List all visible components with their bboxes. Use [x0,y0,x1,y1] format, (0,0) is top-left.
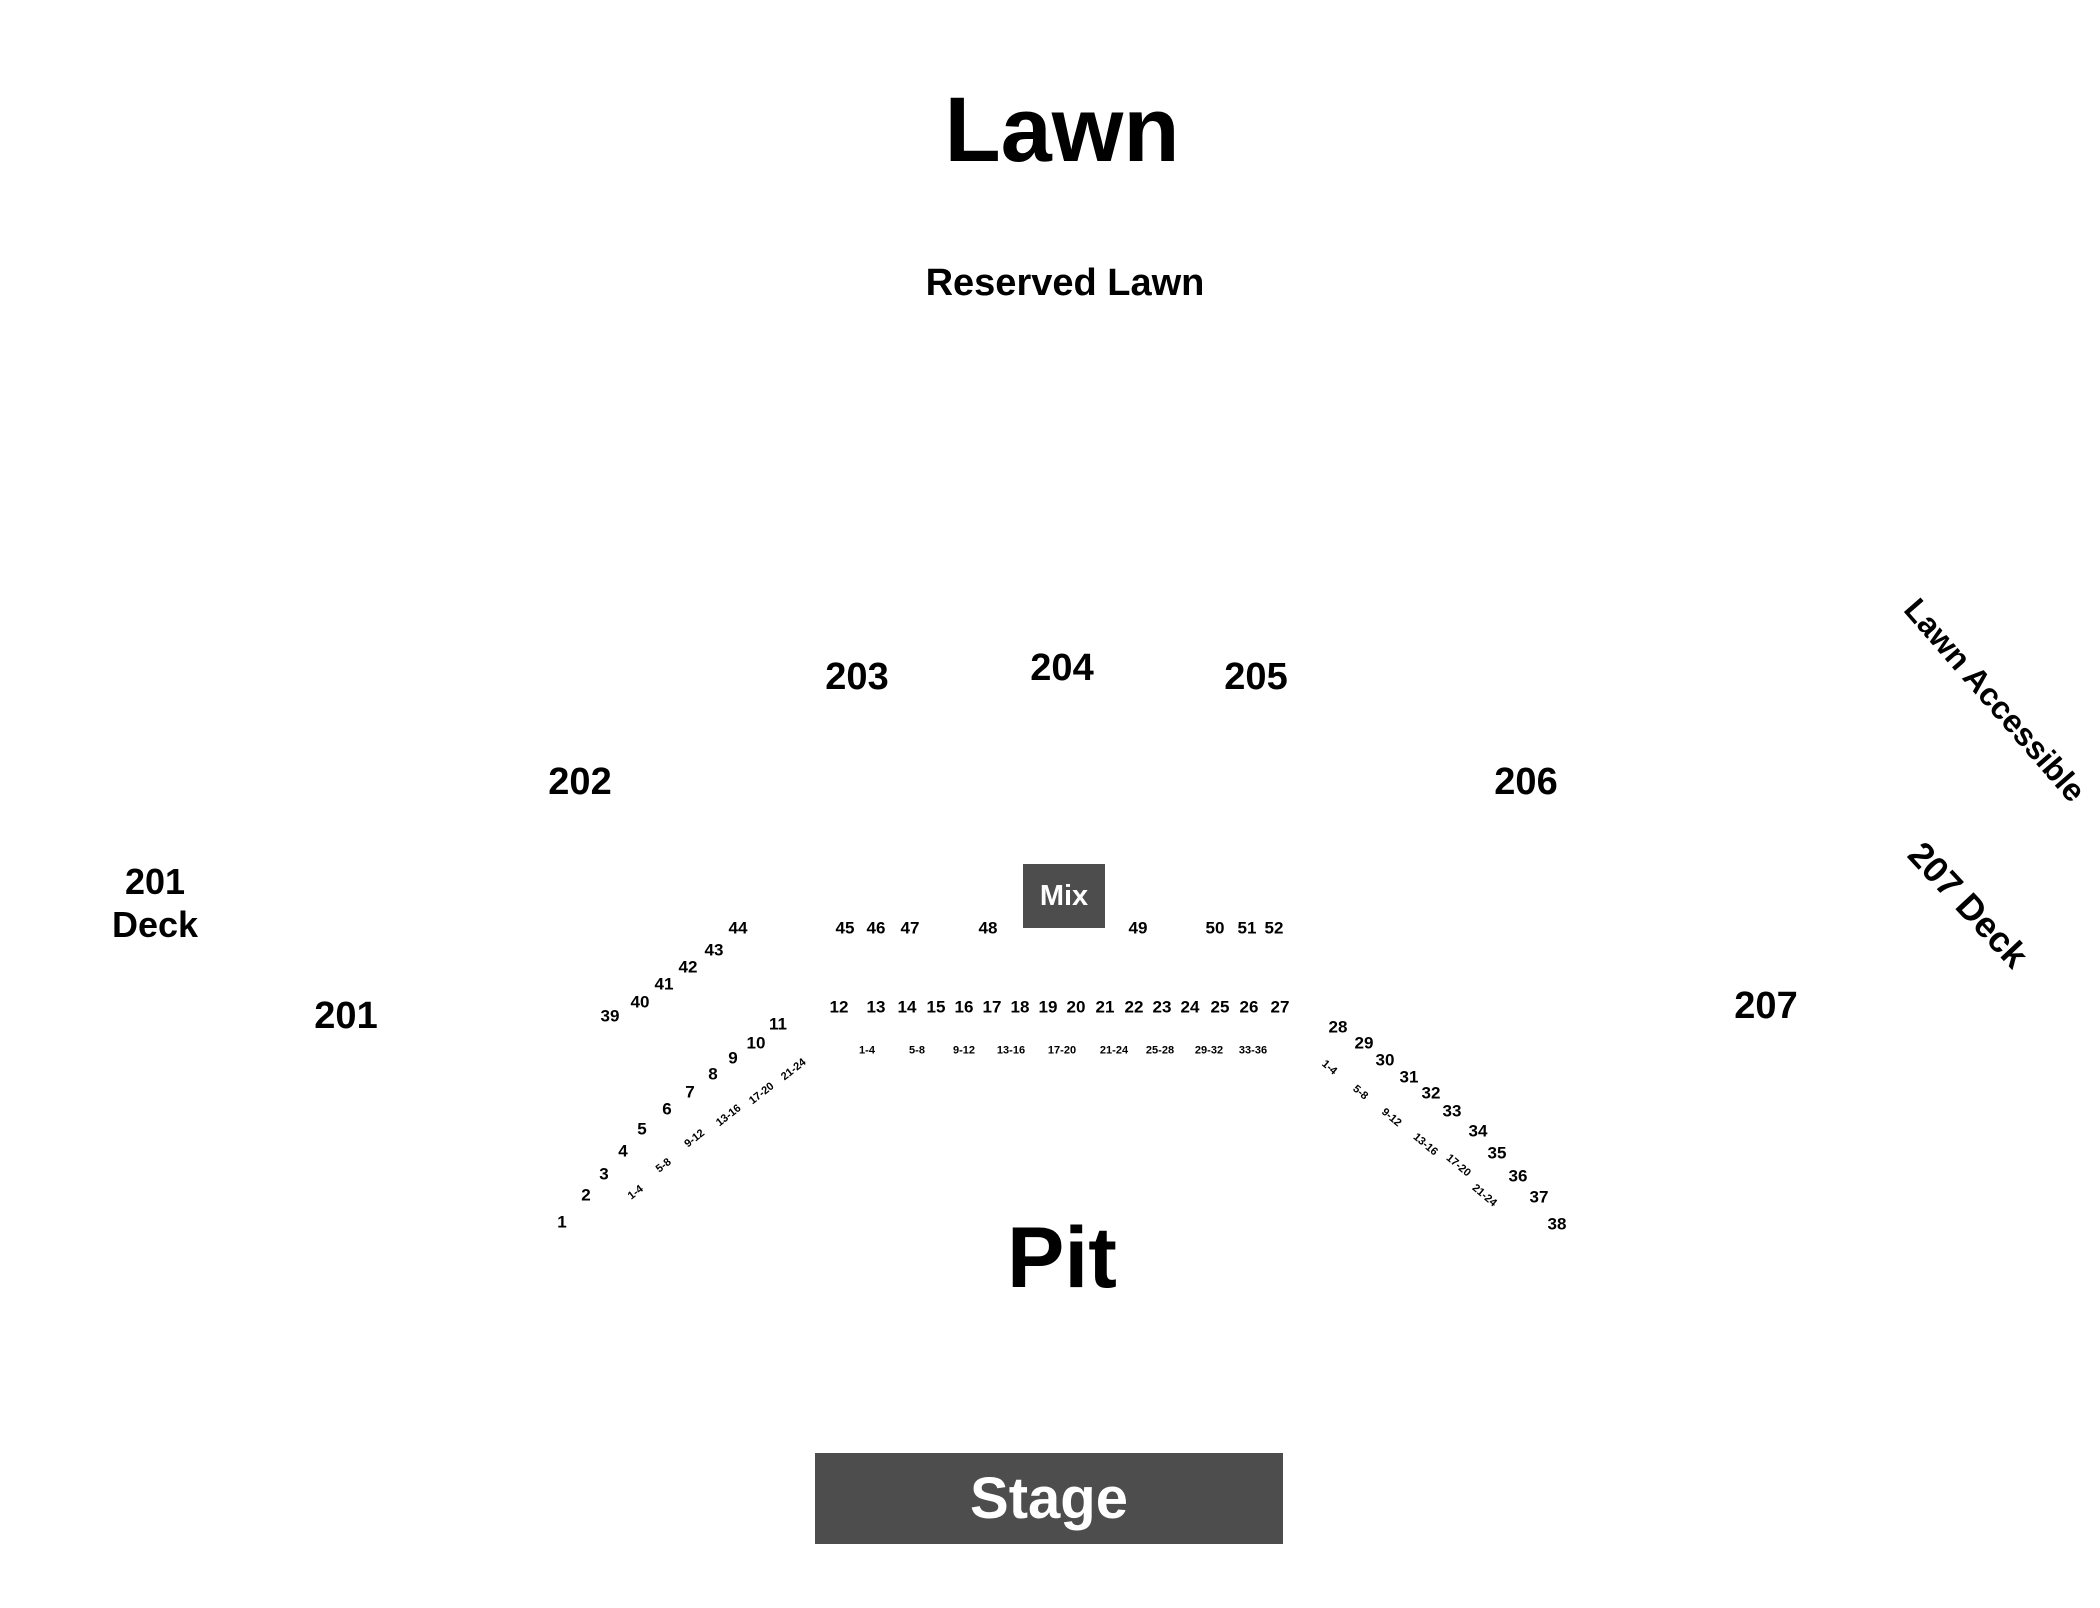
row-52[interactable]: 52 [1264,918,1284,938]
row-49[interactable]: 49 [1128,918,1148,938]
row-41[interactable]: 41 [654,974,674,994]
seat-right-21-24[interactable]: 21-24 [1469,1181,1499,1210]
row-51[interactable]: 51 [1237,918,1257,938]
section-207-deck[interactable]: 207 Deck [1900,833,2037,976]
lawn-area-label[interactable]: Lawn [944,79,1180,181]
row-29[interactable]: 29 [1354,1033,1374,1053]
row-31[interactable]: 31 [1399,1067,1419,1087]
section-201[interactable]: 201 [314,995,378,1037]
row-7[interactable]: 7 [685,1082,695,1102]
row-19[interactable]: 19 [1038,997,1058,1017]
section-206[interactable]: 206 [1494,761,1558,803]
row-25[interactable]: 25 [1210,997,1230,1017]
row-33[interactable]: 33 [1442,1101,1462,1121]
row-18[interactable]: 18 [1010,997,1030,1017]
seat-left-1-4[interactable]: 1-4 [625,1182,646,1203]
seat-center-1-4[interactable]: 1-4 [859,1044,875,1057]
row-26[interactable]: 26 [1239,997,1259,1017]
row-3[interactable]: 3 [599,1164,609,1184]
row-46[interactable]: 46 [866,918,886,938]
row-23[interactable]: 23 [1152,997,1172,1017]
seat-center-5-8[interactable]: 5-8 [909,1044,925,1057]
seat-center-25-28[interactable]: 25-28 [1145,1044,1175,1057]
seat-center-9-12[interactable]: 9-12 [952,1044,976,1057]
row-48[interactable]: 48 [978,918,998,938]
row-5[interactable]: 5 [637,1119,647,1139]
row-6[interactable]: 6 [662,1099,672,1119]
seat-right-1-4[interactable]: 1-4 [1319,1057,1340,1078]
row-30[interactable]: 30 [1375,1050,1395,1070]
section-205[interactable]: 205 [1224,656,1288,698]
row-47[interactable]: 47 [900,918,920,938]
row-32[interactable]: 32 [1421,1083,1441,1103]
seat-left-9-12[interactable]: 9-12 [682,1127,708,1151]
seat-center-17-20[interactable]: 17-20 [1047,1044,1077,1057]
section-201-deck[interactable]: 201 Deck [112,860,198,946]
row-28[interactable]: 28 [1328,1017,1348,1037]
seat-center-13-16[interactable]: 13-16 [996,1044,1026,1057]
seat-center-21-24[interactable]: 21-24 [1099,1044,1129,1057]
row-43[interactable]: 43 [704,940,724,960]
lawn-accessible-label[interactable]: Lawn Accessible [1897,591,2093,809]
row-1[interactable]: 1 [557,1212,567,1232]
row-36[interactable]: 36 [1508,1166,1528,1186]
row-42[interactable]: 42 [678,957,698,977]
row-34[interactable]: 34 [1468,1121,1488,1141]
row-40[interactable]: 40 [630,992,650,1012]
section-203[interactable]: 203 [825,656,889,698]
seat-right-5-8[interactable]: 5-8 [1350,1082,1371,1103]
section-202[interactable]: 202 [548,761,612,803]
mix-booth: Mix [1023,864,1105,928]
row-9[interactable]: 9 [728,1048,738,1068]
seat-left-5-8[interactable]: 5-8 [653,1155,674,1176]
section-207[interactable]: 207 [1734,985,1798,1027]
row-2[interactable]: 2 [581,1185,591,1205]
seat-left-17-20[interactable]: 17-20 [746,1080,777,1107]
row-22[interactable]: 22 [1124,997,1144,1017]
row-10[interactable]: 10 [746,1033,766,1053]
row-24[interactable]: 24 [1180,997,1200,1017]
row-12[interactable]: 12 [829,997,849,1017]
row-45[interactable]: 45 [835,918,855,938]
reserved-lawn-label[interactable]: Reserved Lawn [925,262,1205,304]
row-8[interactable]: 8 [708,1064,718,1084]
row-4[interactable]: 4 [618,1141,628,1161]
seat-left-21-24[interactable]: 21-24 [778,1056,809,1083]
row-16[interactable]: 16 [954,997,974,1017]
row-17[interactable]: 17 [982,997,1002,1017]
section-204[interactable]: 204 [1030,647,1094,689]
seat-right-9-12[interactable]: 9-12 [1379,1105,1404,1130]
row-11[interactable]: 11 [769,1014,787,1034]
seat-center-29-32[interactable]: 29-32 [1194,1044,1224,1057]
seat-right-17-20[interactable]: 17-20 [1443,1151,1473,1180]
pit-area-label[interactable]: Pit [1007,1210,1117,1306]
row-50[interactable]: 50 [1205,918,1225,938]
row-44[interactable]: 44 [728,918,748,938]
deck-201-number: 201 [124,860,186,902]
row-21[interactable]: 21 [1095,997,1115,1017]
row-20[interactable]: 20 [1066,997,1086,1017]
seat-right-13-16[interactable]: 13-16 [1410,1130,1440,1159]
row-37[interactable]: 37 [1529,1187,1549,1207]
row-27[interactable]: 27 [1270,997,1290,1017]
row-15[interactable]: 15 [926,997,946,1017]
row-14[interactable]: 14 [897,997,917,1017]
deck-201-word: Deck [111,904,199,945]
row-39[interactable]: 39 [600,1006,620,1026]
row-38[interactable]: 38 [1547,1214,1567,1234]
stage: Stage [815,1453,1283,1544]
seat-center-33-36[interactable]: 33-36 [1238,1044,1268,1057]
seat-left-13-16[interactable]: 13-16 [713,1102,744,1129]
row-13[interactable]: 13 [866,997,886,1017]
row-35[interactable]: 35 [1487,1143,1507,1163]
